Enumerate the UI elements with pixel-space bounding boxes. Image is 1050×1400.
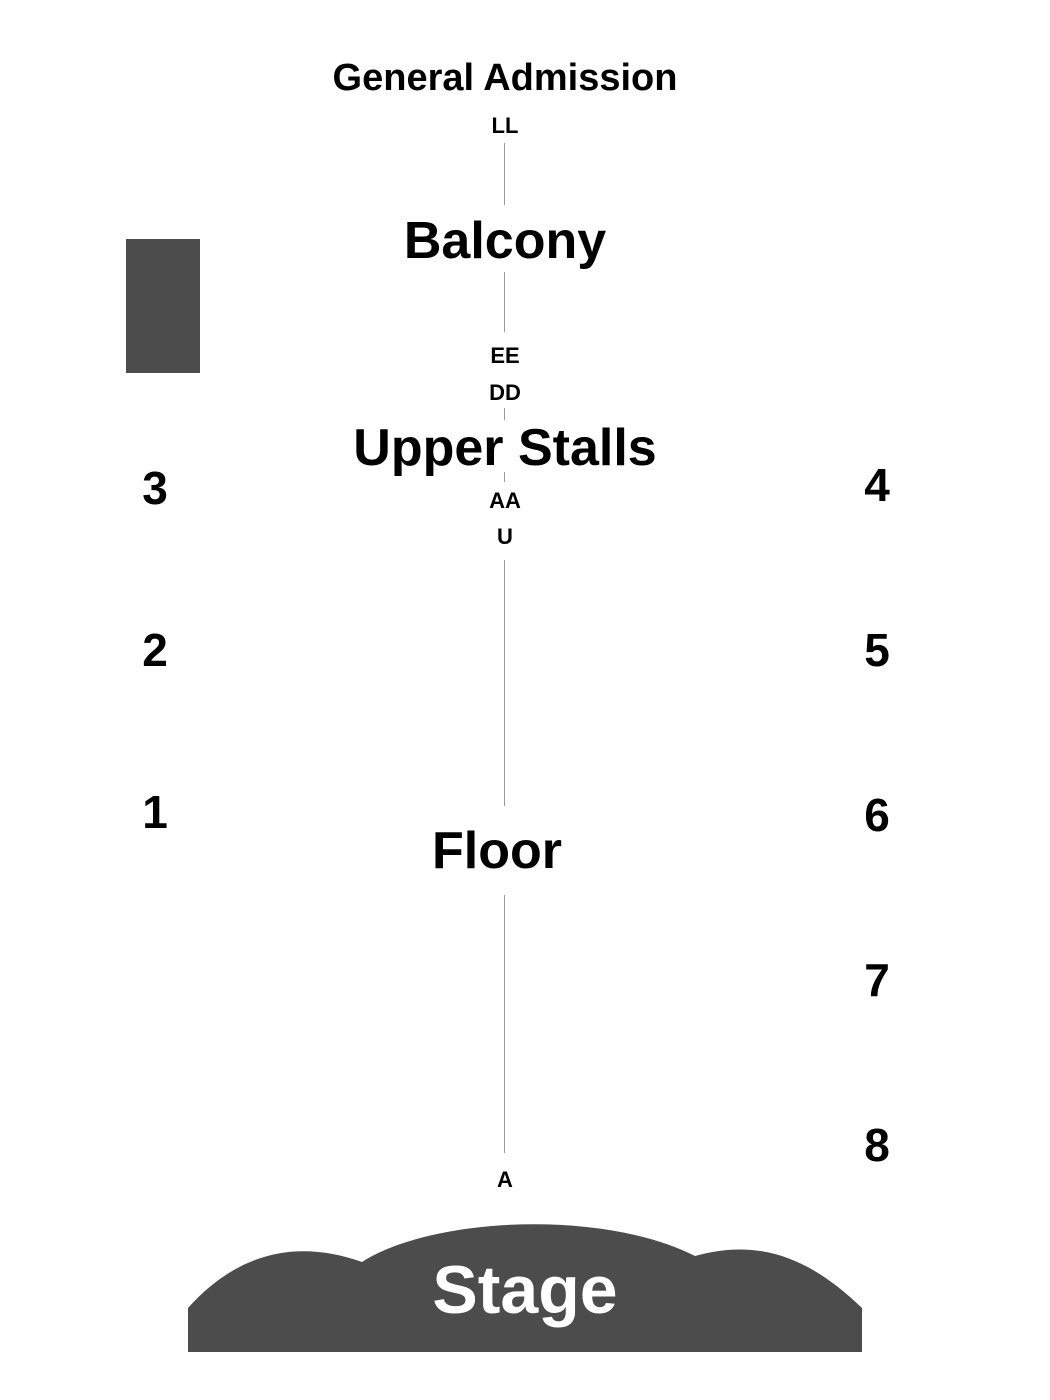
box-label-7[interactable]: 7 xyxy=(864,954,890,1006)
aisle-line xyxy=(504,408,505,420)
row-label-u: U xyxy=(497,524,513,549)
aisle-line xyxy=(504,895,505,1153)
aisle-line xyxy=(504,272,505,332)
section-balcony[interactable]: Balcony xyxy=(403,212,607,270)
aisle-line xyxy=(504,560,505,806)
box-label-2[interactable]: 2 xyxy=(142,624,168,676)
stage-label: Stage xyxy=(432,1252,618,1328)
box-area-block[interactable] xyxy=(126,239,200,373)
row-label-ee: EE xyxy=(490,343,520,368)
stage-shape[interactable] xyxy=(188,1224,862,1352)
box-label-1[interactable]: 1 xyxy=(142,786,168,838)
row-label-ll: LL xyxy=(491,113,519,138)
row-label-dd: DD xyxy=(489,380,521,405)
aisle-line xyxy=(504,143,505,205)
box-label-6[interactable]: 6 xyxy=(864,789,890,841)
aisle-line xyxy=(504,472,505,482)
section-floor[interactable]: Floor xyxy=(432,822,562,880)
box-label-4[interactable]: 4 xyxy=(864,459,890,511)
section-upper-stalls[interactable]: Upper Stalls xyxy=(353,419,657,477)
box-label-5[interactable]: 5 xyxy=(864,624,890,676)
section-general-admission[interactable]: General Admission xyxy=(332,57,678,99)
box-label-3[interactable]: 3 xyxy=(142,462,168,514)
box-label-8[interactable]: 8 xyxy=(864,1119,890,1171)
row-label-a: A xyxy=(497,1167,513,1192)
row-label-aa: AA xyxy=(489,488,521,513)
